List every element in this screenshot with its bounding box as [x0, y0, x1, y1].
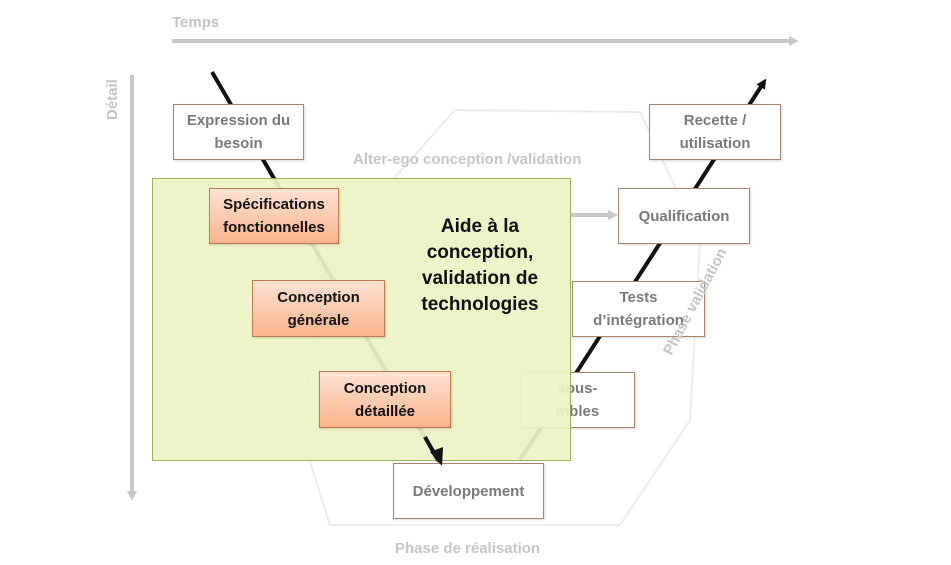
box-expression-besoin: Expression du besoin	[173, 104, 304, 160]
box-recette-utilisation: Recette / utilisation	[649, 104, 781, 160]
alter-ego-label: Alter-ego conception /validation	[353, 151, 582, 168]
box-tests-integration: Tests d’intégration	[572, 281, 705, 337]
detail-axis-label: Détail	[104, 79, 121, 120]
box-developpement: Développement	[393, 463, 544, 519]
aide-conception-text: Aide à la conception, validation de tech…	[421, 216, 539, 315]
box-qualification: Qualification	[618, 188, 750, 244]
box-conception-generale: Conception générale	[252, 280, 385, 337]
box-conception-detaillee: Conception détaillée	[319, 371, 451, 428]
time-axis-label: Temps	[172, 14, 220, 31]
box-specifications-fonctionnelles: Spécifications fonctionnelles	[209, 188, 339, 244]
phase-realisation-label: Phase de réalisation	[395, 540, 541, 557]
